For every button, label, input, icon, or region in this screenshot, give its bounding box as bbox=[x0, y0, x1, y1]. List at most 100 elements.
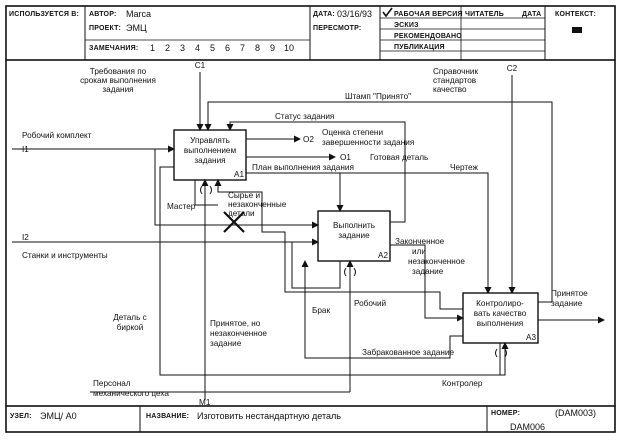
footer-frame bbox=[5, 405, 616, 433]
note-number: 8 bbox=[255, 43, 260, 53]
cross-mark-icon bbox=[223, 211, 245, 233]
check-icon bbox=[382, 7, 393, 18]
label-accepted-1: Принятое bbox=[551, 289, 588, 298]
activity-block-a2[interactable]: Выполнить задание A2 bbox=[317, 210, 391, 262]
label-finished-4: задание bbox=[412, 267, 444, 276]
block-a1-line: выполнением bbox=[184, 146, 237, 155]
block-a3-id: A3 bbox=[526, 333, 536, 342]
label-m1: M1 bbox=[199, 398, 211, 407]
label-o2-text-2: завершенности задания bbox=[322, 138, 414, 147]
label-part-tag-2: биркой bbox=[117, 323, 144, 332]
arrow-controller bbox=[350, 342, 509, 376]
note-number: 5 bbox=[210, 43, 215, 53]
note-number: 7 bbox=[240, 43, 245, 53]
note-number: 9 bbox=[270, 43, 275, 53]
status-publication: ПУБЛИКАЦИЯ bbox=[394, 44, 445, 51]
block-a2-line: Выполнить bbox=[333, 221, 375, 230]
note-number: 3 bbox=[180, 43, 185, 53]
block-a3-line: вать качество bbox=[474, 309, 527, 318]
used-in-label: ИСПОЛЬЗУЕТСЯ В: bbox=[9, 11, 79, 18]
revision-label: ПЕРЕСМОТР: bbox=[313, 25, 361, 32]
label-o1: O1 bbox=[340, 153, 351, 162]
note-number: 1 bbox=[150, 43, 155, 53]
label-c2-text-1: Справочник bbox=[433, 67, 478, 76]
node-value: ЭМЦ/ А0 bbox=[40, 411, 77, 421]
activity-block-a1[interactable]: Управлять выполнением задания A1 bbox=[173, 129, 247, 181]
label-c2: C2 bbox=[507, 64, 518, 73]
label-accepted-unfinished-1: Принятое, но bbox=[210, 319, 261, 328]
body-frame bbox=[5, 60, 616, 406]
block-a2-id: A2 bbox=[378, 251, 388, 260]
label-c1-text-1: Требования по bbox=[90, 67, 147, 76]
label-o1-text: Готовая деталь bbox=[370, 153, 428, 162]
number-value: (DAM003) bbox=[555, 408, 596, 418]
arrow-accepted-unfinished bbox=[214, 179, 463, 310]
notes-numbers: 1 2 3 4 5 6 7 8 9 10 bbox=[150, 43, 294, 53]
arrow-part-tag bbox=[159, 166, 501, 376]
arrows bbox=[12, 72, 605, 400]
label-raw-3: детали bbox=[228, 209, 255, 218]
label-drawing: Чертеж bbox=[450, 163, 479, 172]
label-c1: C1 bbox=[195, 61, 206, 70]
reader-label: ЧИТАТЕЛЬ bbox=[465, 11, 504, 18]
note-number: 6 bbox=[225, 43, 230, 53]
label-i1-text: Робочий комплект bbox=[22, 131, 92, 140]
label-rejected: Забракованное задание bbox=[362, 348, 454, 357]
status-recommended: РЕКОМЕНДОВАНО bbox=[394, 33, 462, 40]
block-a3-line: выполнения bbox=[477, 319, 523, 328]
label-o2-text-1: Оценка степени bbox=[322, 128, 383, 137]
label-finished-3: незаконченное bbox=[408, 257, 465, 266]
note-number: 10 bbox=[284, 43, 294, 53]
block-a1-line: задания bbox=[194, 156, 225, 165]
label-finished-1: Законченное bbox=[395, 237, 445, 246]
node-label: УЗЕЛ: bbox=[10, 413, 32, 420]
label-c1-text-3: задания bbox=[102, 85, 133, 94]
label-raw-2: незаконченные bbox=[228, 200, 287, 209]
status-draft: ЭСКИЗ bbox=[394, 22, 419, 29]
block-a1-line: Управлять bbox=[190, 136, 230, 145]
date-value: 03/16/93 bbox=[337, 9, 372, 19]
label-o2: O2 bbox=[303, 135, 314, 144]
date-label: ДАТА: bbox=[313, 11, 335, 18]
note-number: 4 bbox=[195, 43, 200, 53]
arrow-master bbox=[194, 180, 218, 206]
tunnel-marks bbox=[200, 185, 507, 358]
block-a1-id: A1 bbox=[234, 170, 244, 179]
number-label: НОМЕР: bbox=[491, 410, 520, 417]
label-worker: Робочий bbox=[354, 299, 386, 308]
activity-block-a3[interactable]: Контролиро- вать качество выполнения A3 bbox=[462, 292, 539, 344]
label-i1: I1 bbox=[22, 145, 29, 154]
arrow-rejected bbox=[301, 260, 463, 359]
arrow-defect bbox=[291, 242, 341, 289]
arrow-status bbox=[226, 121, 406, 223]
notes-label: ЗАМЕЧАНИЯ: bbox=[89, 45, 138, 52]
label-plan: План выполнения задания bbox=[252, 163, 354, 172]
title-value: Изготовить нестандартную деталь bbox=[197, 411, 341, 421]
label-defect: Брак bbox=[312, 306, 330, 315]
label-c2-text-2: стандартов bbox=[433, 76, 476, 85]
block-a3-line: Контролиро- bbox=[476, 299, 524, 308]
label-c1-text-2: срокам выполнения bbox=[80, 76, 156, 85]
label-c2-text-3: качество bbox=[433, 85, 467, 94]
label-i2-text: Станки и инструменты bbox=[22, 251, 108, 260]
label-accepted-2: задание bbox=[551, 299, 583, 308]
label-finished-2: или bbox=[412, 247, 426, 256]
label-i2: I2 bbox=[22, 233, 29, 242]
author-value: Marca bbox=[126, 9, 151, 19]
project-label: ПРОЕКТ: bbox=[89, 25, 121, 32]
label-raw-1: Сырье и bbox=[228, 191, 260, 200]
arrow-drawing bbox=[340, 172, 492, 294]
label-controller: Контролер bbox=[442, 379, 483, 388]
note-number: 2 bbox=[165, 43, 170, 53]
label-stamp: Штамп "Принято" bbox=[345, 92, 411, 101]
arrow-i1-branch bbox=[154, 149, 319, 229]
header-frame bbox=[5, 5, 616, 61]
reader-date-label: ДАТА bbox=[522, 11, 541, 18]
status-working-version: РАБОЧАЯ ВЕРСИЯ bbox=[394, 11, 463, 18]
project-value: ЭМЦ bbox=[126, 23, 147, 33]
context-label: КОНТЕКСТ: bbox=[555, 11, 596, 18]
arrow-stamp-accepted bbox=[204, 101, 553, 303]
author-label: АВТОР: bbox=[89, 11, 117, 18]
